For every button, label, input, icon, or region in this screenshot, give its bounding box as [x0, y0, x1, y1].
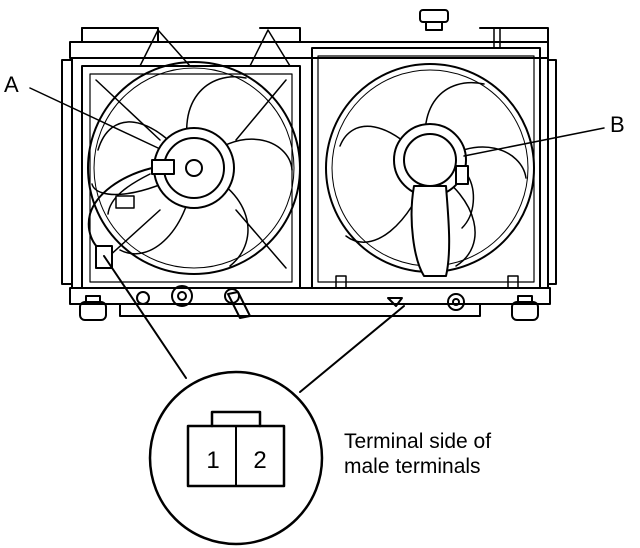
bottom-clip	[387, 297, 403, 307]
fan-a-connector	[151, 159, 175, 175]
connector-latch	[210, 410, 262, 428]
connector-caption-line2: male terminals	[344, 455, 481, 478]
right-fan-shroud	[311, 27, 541, 289]
callout-b-label: B	[610, 112, 625, 137]
right-fan	[325, 63, 535, 277]
connector-caption-line1: Terminal side of	[344, 430, 491, 453]
left-fan	[87, 61, 301, 275]
leader-b	[463, 127, 605, 157]
left-fan-shroud	[81, 29, 301, 289]
leader-a	[29, 87, 159, 149]
terminal-2-label: 2	[253, 447, 266, 474]
bottom-bolt-right	[447, 293, 465, 311]
terminal-1-label: 1	[206, 447, 219, 474]
bottom-bolt-left	[136, 291, 150, 305]
callout-a-label: A	[4, 72, 19, 97]
mount-left	[79, 295, 107, 321]
connector-detail-circle	[148, 370, 324, 546]
leader-connector	[103, 255, 187, 379]
radiator-assembly	[61, 9, 557, 321]
fan-b-connector	[455, 165, 469, 185]
leader-mount	[299, 305, 405, 393]
radiator-cap	[419, 9, 449, 31]
drain-fitting	[171, 285, 193, 307]
mount-right	[511, 295, 539, 321]
